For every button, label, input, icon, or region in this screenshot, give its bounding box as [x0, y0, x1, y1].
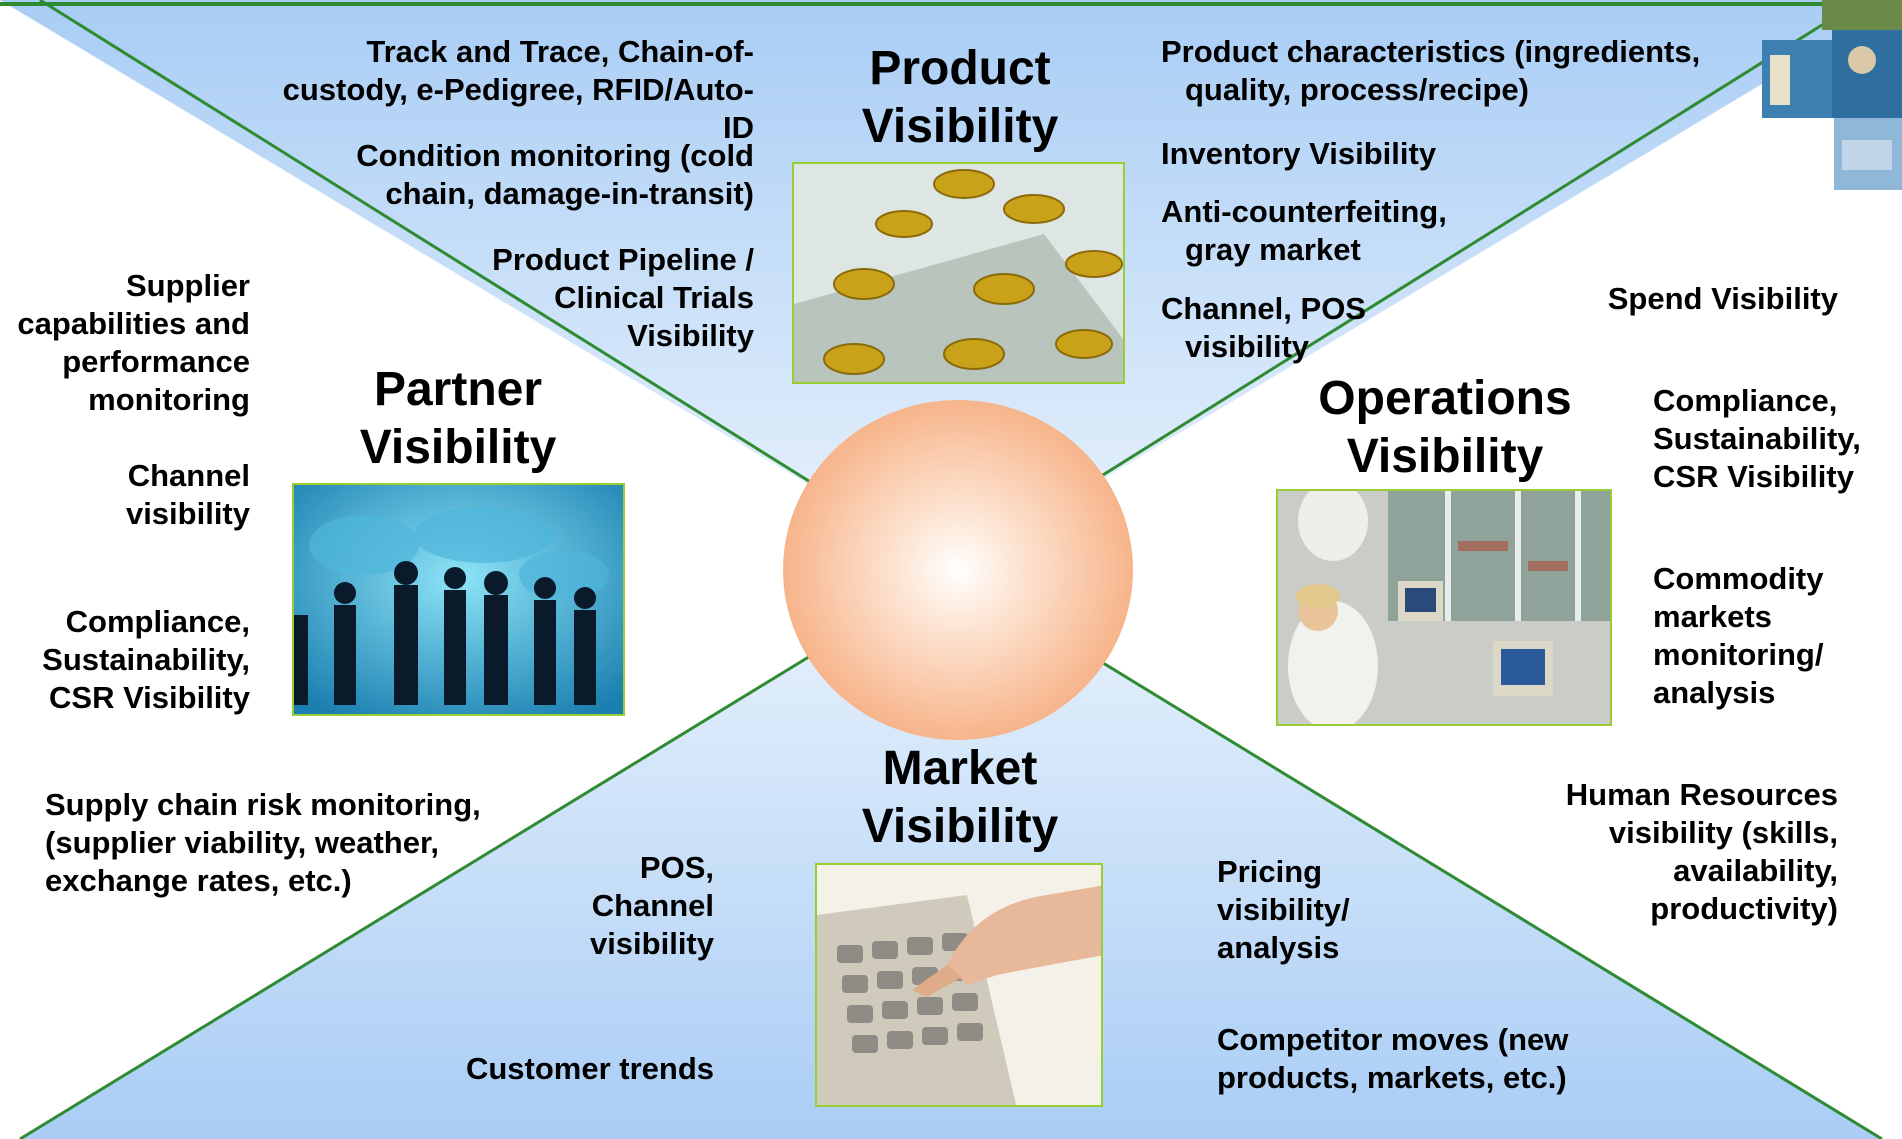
commodity-markets-text: Commodity markets monitoring/ analysis	[1653, 561, 1824, 710]
pricing-visibility-text: Pricing visibility/ analysis	[1217, 854, 1350, 965]
control-room-workers-icon	[1276, 489, 1612, 726]
operations-compliance-text: Compliance, Sustainability, CSR Visibili…	[1653, 383, 1861, 494]
market-visibility-title: Market Visibility	[861, 742, 1059, 853]
customer-trends-text: Customer trends	[465, 1051, 714, 1086]
product-track-trace-text: Track and Trace, Chain-of-custody, e-Ped…	[282, 34, 754, 145]
world-map-handshake-icon	[292, 483, 625, 716]
product-visibility-title: Product Visibility	[861, 42, 1059, 153]
inventory-visibility-text: Inventory Visibility	[1161, 136, 1437, 171]
center-circle	[783, 400, 1133, 740]
supply-chain-risk-text: Supply chain risk monitoring, (supplier …	[45, 787, 481, 898]
product-pipeline-text: Product Pipeline / Clinical Trials Visib…	[492, 242, 754, 353]
supplier-capabilities-text: Supplier capabilities and performance mo…	[17, 268, 250, 417]
cash-register-keypad-icon	[815, 863, 1103, 1107]
corner-photo-collage-icon	[1762, 0, 1902, 190]
human-resources-text: Human Resources visibility (skills, avai…	[1565, 777, 1838, 926]
anti-counterfeiting-text: Anti-counterfeiting, gray market	[1161, 194, 1447, 267]
competitor-moves-text: Competitor moves (new products, markets,…	[1217, 1022, 1569, 1095]
channel-pos-text: Channel, POS visibility	[1161, 291, 1366, 364]
product-condition-monitoring-text: Condition monitoring (cold chain, damage…	[356, 138, 754, 211]
market-pos-channel-text: POS, Channel visibility	[589, 850, 714, 961]
product-characteristics-text: Product characteristics (ingredients, qu…	[1161, 34, 1701, 107]
spend-visibility-text: Spend Visibility	[1607, 281, 1838, 316]
partner-visibility-title: Partner Visibility	[359, 363, 557, 474]
operations-visibility-title: Operations Visibility	[1318, 372, 1572, 483]
partner-channel-visibility-text: Channel visibility	[125, 458, 250, 531]
partner-compliance-text: Compliance, Sustainability, CSR Visibili…	[42, 604, 250, 715]
market-quadrant	[20, 570, 1882, 1139]
capsule-blister-pack-icon	[792, 162, 1125, 384]
